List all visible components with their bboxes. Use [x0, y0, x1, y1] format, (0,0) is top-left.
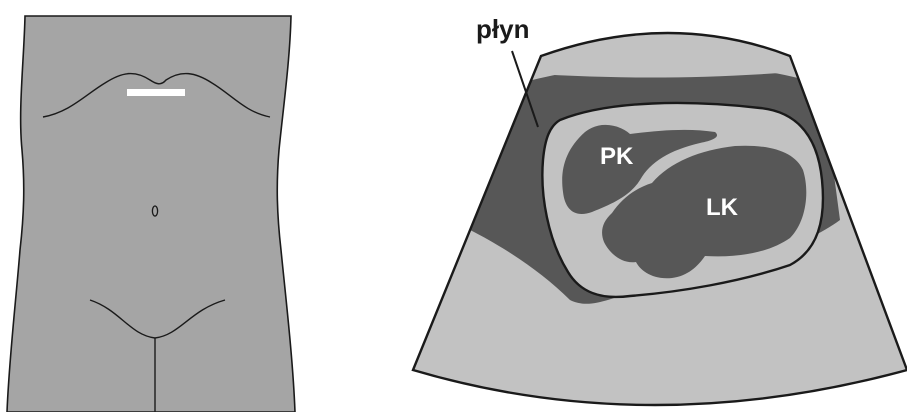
ultrasound-sector-icon: płyn PK LK	[413, 14, 907, 405]
label-right-ventricle: PK	[600, 143, 634, 170]
torso-illustration	[7, 16, 295, 412]
probe-position-marker-icon	[127, 89, 185, 96]
label-left-ventricle: LK	[706, 194, 739, 221]
torso-outline-icon	[7, 16, 295, 412]
label-fluid: płyn	[476, 14, 529, 44]
